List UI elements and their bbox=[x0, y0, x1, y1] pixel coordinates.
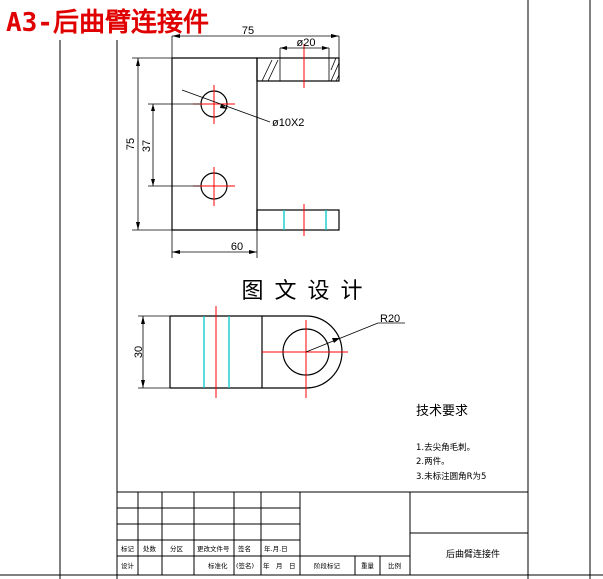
tb-label: 月 bbox=[276, 562, 283, 570]
dim-hole-callout: ø10X2 bbox=[272, 117, 304, 129]
dim-side-view-height: 30 bbox=[133, 346, 145, 358]
tech-item: 2.两件。 bbox=[416, 456, 450, 467]
tb-label: 处数 bbox=[143, 544, 157, 553]
dim-hole-spacing: 37 bbox=[141, 140, 153, 152]
dim-top-width: 75 bbox=[242, 25, 254, 37]
tech-item: 1.去尖角毛刺。 bbox=[416, 442, 475, 453]
hidden-lines bbox=[283, 210, 327, 230]
page-title: A3-后曲臂连接件 bbox=[6, 8, 209, 38]
tech-requirements: 技术要求 1.去尖角毛刺。 2.两件。 3.未标注圆角R为5 bbox=[416, 404, 486, 482]
tb-label: 日 bbox=[289, 562, 296, 570]
watermark: 图 文 设 计 bbox=[242, 279, 365, 304]
tb-label: 标准化 bbox=[208, 561, 228, 570]
tb-label: 分区 bbox=[170, 544, 184, 553]
side-view: 30 R20 bbox=[133, 306, 405, 398]
tb-label: (签名) bbox=[236, 561, 254, 570]
tb-label: 更改文件号 bbox=[197, 544, 230, 553]
dim-radius: R20 bbox=[380, 313, 400, 325]
part-name: 后曲臂连接件 bbox=[446, 548, 500, 560]
front-view: 75 ø20 75 37 ø10X2 60 bbox=[125, 25, 340, 258]
tb-label: 标记 bbox=[121, 544, 135, 553]
title-block: 标记 处数 分区 更改文件号 签名 年.月.日 设计 标准化 (签名) 年 月 … bbox=[117, 491, 528, 575]
hidden-lines bbox=[203, 316, 230, 388]
tb-label: 年.月.日 bbox=[264, 544, 288, 553]
tech-item: 3.未标注圆角R为5 bbox=[416, 471, 486, 482]
tb-label: 比例 bbox=[388, 561, 401, 570]
tb-label: 设计 bbox=[121, 561, 135, 570]
dim-bottom-width: 60 bbox=[231, 241, 243, 253]
tech-heading: 技术要求 bbox=[416, 404, 468, 419]
tb-label: 年 bbox=[263, 561, 270, 570]
dim-side-height: 75 bbox=[125, 138, 137, 150]
tb-label: 重量 bbox=[361, 562, 375, 570]
tb-label: 阶段标记 bbox=[314, 561, 341, 570]
dim-hole-dia: ø20 bbox=[297, 37, 316, 49]
section-hatch bbox=[261, 57, 340, 82]
tb-label: 签名 bbox=[238, 544, 251, 553]
